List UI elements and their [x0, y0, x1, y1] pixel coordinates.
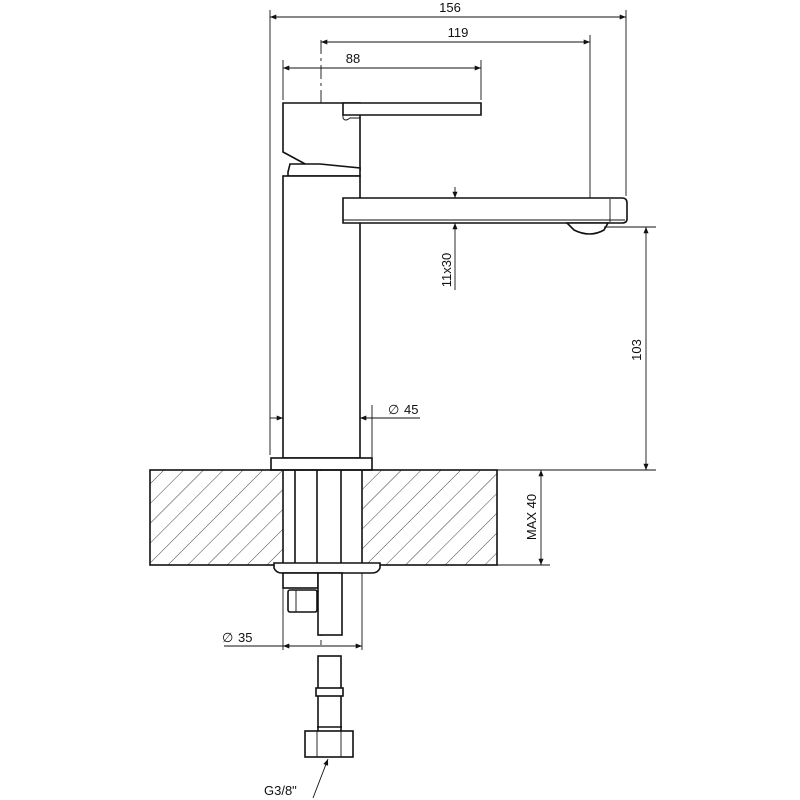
dimension-156: 156	[269, 0, 627, 455]
lever-joint	[342, 115, 360, 121]
lever	[342, 102, 482, 116]
dimension-label: 119	[448, 25, 469, 40]
threaded-rod	[317, 572, 343, 636]
dimension-119: 119	[321, 25, 591, 228]
mounting-hardware	[273, 562, 381, 636]
hose-ring	[315, 687, 344, 697]
dimension-label: 103	[629, 339, 644, 361]
hose-stub	[282, 572, 319, 589]
dimension-label: 88	[346, 51, 360, 66]
spout	[342, 197, 628, 224]
supply-hose	[304, 655, 354, 758]
thread-label: G3/8"	[264, 783, 297, 798]
fixing-nut	[273, 562, 381, 574]
leader-arrow	[312, 758, 329, 799]
dimension-diameter-45: ∅ 45	[270, 402, 420, 458]
mounting-hole	[283, 471, 362, 564]
dimension-11x30: 11x30	[439, 187, 458, 290]
dimension-label: 156	[439, 0, 461, 15]
dimension-max-40: MAX 40	[497, 470, 550, 566]
thread-callout: G3/8"	[264, 758, 329, 799]
aerator	[565, 222, 610, 235]
base-ring	[270, 457, 373, 471]
dimension-label: 11x30	[439, 253, 454, 287]
dimension-103: 103	[497, 226, 656, 471]
faucet	[270, 102, 628, 471]
diameter-symbol: ∅	[222, 630, 233, 645]
dimension-diameter-35: ∅ 35	[222, 573, 363, 650]
diameter-symbol: ∅	[388, 402, 399, 417]
dimension-88: 88	[282, 51, 482, 100]
dimension-label: 35	[238, 630, 252, 645]
hose-tube	[317, 655, 342, 739]
dimension-label: MAX 40	[524, 494, 539, 540]
hose-nut-small	[287, 589, 318, 613]
countertop-section	[149, 469, 498, 566]
dimension-label: 45	[404, 402, 418, 417]
hose-connector-nut	[304, 730, 354, 758]
